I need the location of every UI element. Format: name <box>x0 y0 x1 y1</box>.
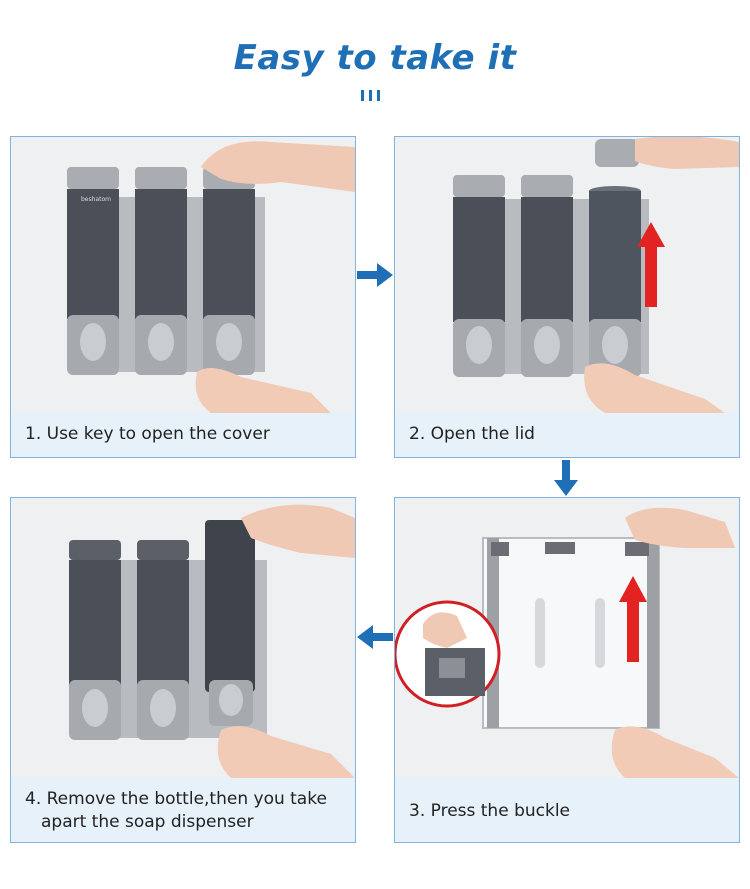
page-title: Easy to take it <box>233 38 517 78</box>
step-panel-2: 2. Open the lid <box>394 136 740 458</box>
step-panel-4: 4. Remove the bottle,then you take apart… <box>10 497 356 843</box>
arrow-left-icon <box>357 625 393 649</box>
svg-text:beshatom: beshatom <box>81 196 111 203</box>
step-2-caption: 2. Open the lid <box>395 413 739 457</box>
red-arrow-up-icon <box>619 576 647 662</box>
step-1-photo: beshatom <box>11 137 355 413</box>
step-panel-1: beshatom 1. Use key to open the cover <box>10 136 356 458</box>
red-arrow-up-icon <box>637 222 665 307</box>
dispenser-bottle: beshatom <box>67 167 119 375</box>
step-3-caption: 3. Press the buckle <box>395 778 739 842</box>
step-4-caption-line-2: apart the soap dispenser <box>41 812 254 832</box>
step-4-caption: 4. Remove the bottle,then you take apart… <box>11 778 355 842</box>
arrow-right-icon <box>357 263 393 287</box>
title-decoration <box>361 90 380 101</box>
step-4-photo <box>11 498 355 778</box>
step-3-photo <box>395 498 739 778</box>
step-panel-3: 3. Press the buckle <box>394 497 740 843</box>
step-4-caption-line-1: 4. Remove the bottle,then you take <box>25 789 327 809</box>
arrow-down-icon <box>554 460 578 496</box>
step-1-caption: 1. Use key to open the cover <box>11 413 355 457</box>
step-2-photo <box>395 137 739 413</box>
